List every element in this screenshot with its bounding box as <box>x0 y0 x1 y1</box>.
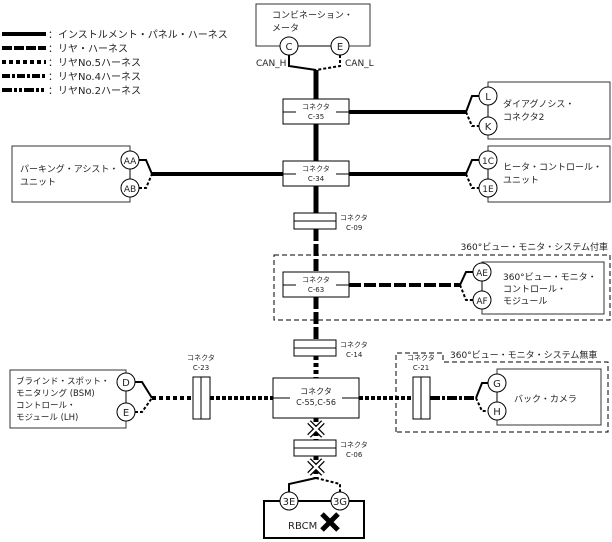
c35-label-line2: C-35 <box>308 113 324 121</box>
c09-label-line1: コネクタ <box>340 213 368 222</box>
pin-l-label: L <box>485 92 491 103</box>
connector-c14: コネクタ C-14 <box>293 339 368 359</box>
heater-label-line1: ヒータ・コントロール・ <box>503 162 602 173</box>
c63-label-line2: C-63 <box>308 286 324 294</box>
c34-label-line1: コネクタ <box>302 164 330 173</box>
legend-label: ：リヤNo.4ハーネス <box>48 71 141 83</box>
c23-label-line2: C-23 <box>193 364 209 372</box>
meter-label-line2: メータ <box>272 23 299 34</box>
pin-3g <box>330 491 350 511</box>
break-mark-icon <box>307 420 325 438</box>
parking-assist-unit: AA AB パーキング・アシスト・ ユニット <box>11 145 153 203</box>
pin-e-bsm-label: E <box>123 408 129 419</box>
pin-e-label: E <box>337 42 343 53</box>
c21-label-line2: C-21 <box>413 364 429 372</box>
c06-label-line2: C-06 <box>346 451 363 459</box>
heater-control-unit: 1C 1E ヒータ・コントロール・ ユニット <box>465 145 611 203</box>
c34-label-line2: C-34 <box>308 175 325 183</box>
pin-d-label: D <box>122 378 130 389</box>
heater-label-line2: ユニット <box>503 176 539 186</box>
bsm-label-line3: コントロール・ <box>16 401 76 411</box>
pin-ab-label: AB <box>124 185 136 195</box>
pin-g-label: G <box>493 379 501 390</box>
connector-c21: コネクタ C-21 <box>407 353 435 420</box>
bsm-label-line1: ブラインド・スポット・ <box>16 376 110 387</box>
legend-label: ：リヤ・ハーネス <box>48 43 128 55</box>
c06-label-line1: コネクタ <box>340 440 368 449</box>
c21-label-line1: コネクタ <box>407 353 435 362</box>
region-with-avm-label: 360°ビュー・モニタ・システム付車 <box>461 241 608 253</box>
legend-label: ：リヤNo.2ハーネス <box>48 85 141 97</box>
connector-c63: コネクタ C-63 <box>282 271 350 298</box>
pin-af-label: AF <box>476 297 487 307</box>
diag-label-line1: ダイアグノシス・ <box>503 98 574 110</box>
pin-3g-label: 3G <box>333 497 347 508</box>
region-without-avm: 360°ビュー・モニタ・システム無車 <box>395 349 609 433</box>
connector-c34: コネクタ C-34 <box>282 160 350 187</box>
can-h-label: CAN_H <box>256 59 286 69</box>
pin-1c-label: 1C <box>482 157 494 167</box>
c35-label-line1: コネクタ <box>302 102 330 111</box>
meter-label-line1: コンビネーション・ <box>272 10 353 21</box>
legend-label: ：インストルメント・パネル・ハーネス <box>48 29 228 41</box>
c63-label-line1: コネクタ <box>302 275 330 284</box>
parking-label-line2: ユニット <box>20 178 56 188</box>
bsm-control-module-lh: D E ブラインド・スポット・ モニタリング (BSM) コントロール・ モジュ… <box>9 369 153 429</box>
bsm-label-line4: モジュール (LH) <box>16 413 78 423</box>
connector-c35: コネクタ C-35 <box>282 98 350 125</box>
camera-label: バック・カメラ <box>514 394 577 405</box>
avm-label-line1: 360°ビュー・モニタ・ <box>503 272 597 283</box>
pin-k-label: K <box>485 122 492 133</box>
c23-label-line1: コネクタ <box>187 353 215 362</box>
rbcm-unit: 3E 3G RBCM <box>263 477 365 539</box>
rbcm-label: RBCM <box>288 521 317 532</box>
bsm-label-line2: モニタリング (BSM) <box>16 388 95 399</box>
connector-c06: コネクタ C-06 <box>293 439 368 459</box>
pin-aa-label: AA <box>124 157 137 167</box>
connector-c09: コネクタ C-09 <box>293 212 368 232</box>
c14-label-line2: C-14 <box>346 351 363 359</box>
back-camera: G H バック・カメラ <box>475 368 602 426</box>
pin-3e-label: 3E <box>283 497 296 508</box>
pin-c-label: C <box>286 42 293 53</box>
can-l-label: CAN_L <box>345 59 374 69</box>
avm-label-line3: モジュール <box>503 297 547 307</box>
pin-af <box>472 290 492 310</box>
c14-label-line1: コネクタ <box>340 340 368 349</box>
pin-1e-label: 1E <box>482 185 494 195</box>
avm-control-module: AE AF 360°ビュー・モニタ・ コントロール・ モジュール <box>459 261 605 315</box>
c09-label-line2: C-09 <box>346 224 362 232</box>
c55-label-line2: C-55,C-56 <box>296 398 336 407</box>
avm-label-line2: コントロール・ <box>503 285 566 295</box>
fault-x-icon <box>320 512 340 532</box>
parking-label-line1: パーキング・アシスト・ <box>20 163 118 175</box>
pin-ae-label: AE <box>476 269 488 279</box>
pin-3e <box>279 491 299 511</box>
combination-meter: コンビネーション・ メータ C E CAN_H CAN_L <box>255 3 374 71</box>
legend-label: ：リヤNo.5ハーネス <box>48 57 141 69</box>
c55-label-line1: コネクタ <box>300 387 332 396</box>
connector-c23: コネクタ C-23 <box>187 353 215 420</box>
legend: ：インストルメント・パネル・ハーネス ：リヤ・ハーネス ：リヤNo.5ハーネス … <box>2 29 228 97</box>
break-mark-icon <box>307 458 325 476</box>
diag-label-line2: コネクタ2 <box>503 112 544 123</box>
region-with-avm: 360°ビュー・モニタ・システム付車 <box>273 241 611 321</box>
region-without-avm-label: 360°ビュー・モニタ・システム無車 <box>450 349 597 361</box>
pin-h-label: H <box>493 407 501 418</box>
connector-c55-c56: コネクタ C-55,C-56 <box>272 377 360 419</box>
diagnosis-connector-2: L K ダイアグノシス・ コネクタ2 <box>465 81 611 140</box>
